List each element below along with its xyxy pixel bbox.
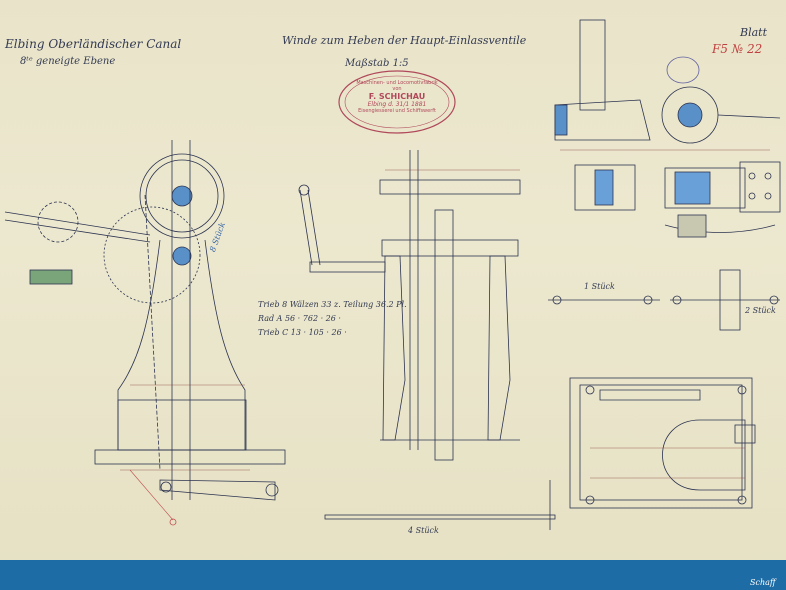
stamp-line-3: F. SCHICHAU — [368, 92, 426, 101]
gear-wheel-large — [139, 153, 225, 239]
corner-mark: Schaff — [750, 578, 776, 587]
drawing-subtitle-left: 8ᵗᵉ geneigte Ebene — [20, 56, 116, 67]
label-2-stueck: 2 Stück — [745, 306, 776, 315]
stamp-line-2: von — [392, 86, 402, 92]
drawing-title-center: Winde zum Heben der Haupt-Einlassventile — [282, 34, 527, 47]
blatt-label: Blatt — [740, 26, 768, 39]
stamp-text-block: Maschinen- und Locomotivfabrik von F. SC… — [343, 80, 451, 114]
schichau-company-stamp — [338, 70, 456, 134]
label-4-stueck: 4 Stück — [408, 526, 439, 535]
archive-stamp — [666, 56, 700, 84]
stamp-line-1: Maschinen- und Locomotivfabrik — [356, 80, 438, 86]
gear-table-row-3: Trieb C 13 · 105 · 26 · — [258, 328, 347, 337]
stamp-line-4: Elbing d. 31/1 1881 — [367, 101, 427, 108]
archive-number: F5 № 22 — [712, 42, 763, 56]
drawing-scale: Maßstab 1:5 — [345, 58, 409, 69]
hand-crank-circle — [37, 201, 79, 243]
mounting-background — [0, 560, 786, 590]
gear-table-row-2: Rad A 56 · 762 · 26 · — [258, 314, 341, 323]
drawing-title-left: Elbing Oberländischer Canal — [5, 37, 182, 51]
label-1-stueck: 1 Stück — [584, 282, 615, 291]
stamp-line-5: Eisengiesserei und Schiffswerft — [358, 108, 436, 114]
gear-wheel-dashed — [103, 206, 201, 304]
gear-table-row-1: Trieb 8 Wälzen 33 z. Teilung 36.2 Pl. — [258, 300, 407, 309]
